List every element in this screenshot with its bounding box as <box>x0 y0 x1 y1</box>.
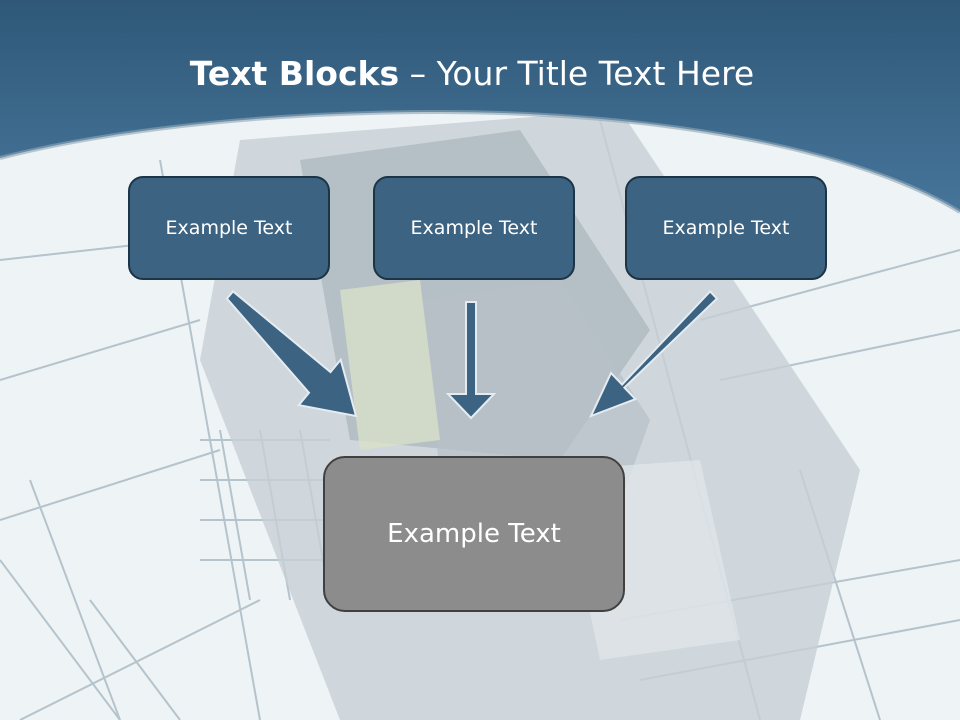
text-block-3-label: Example Text <box>662 217 790 239</box>
text-block-1-label: Example Text <box>165 217 293 239</box>
header-curve <box>0 109 960 214</box>
text-block-1[interactable]: Example Text <box>128 176 330 280</box>
title-bold: Text Blocks <box>189 54 400 93</box>
result-block-label: Example Text <box>387 519 561 549</box>
title-rest: Your Title Text Here <box>436 54 755 93</box>
text-block-2[interactable]: Example Text <box>373 176 575 280</box>
header-band <box>0 0 960 212</box>
slide-title: Text Blocks – Your Title Text Here <box>0 52 944 96</box>
text-block-3[interactable]: Example Text <box>625 176 827 280</box>
text-block-2-label: Example Text <box>410 217 538 239</box>
title-dash: – <box>399 54 437 93</box>
result-block[interactable]: Example Text <box>323 456 625 612</box>
